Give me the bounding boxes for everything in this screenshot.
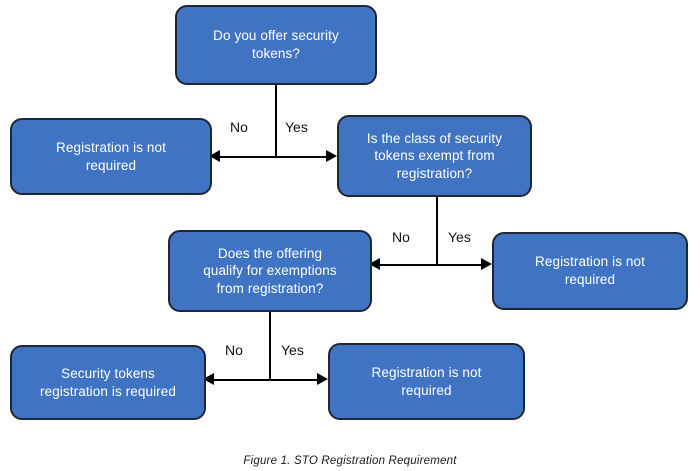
edge-q2-stem xyxy=(436,197,438,265)
edge-q3-no-line xyxy=(213,379,270,381)
edge-q3-no-arrowhead xyxy=(203,373,214,385)
edge-q1-no-arrowhead xyxy=(209,150,220,162)
edge-q1-no-line xyxy=(219,156,276,158)
figure-caption: Figure 1. STO Registration Requirement xyxy=(243,455,457,467)
edge-label-q2-yes: Yes xyxy=(448,229,471,245)
node-q2-class-exempt[interactable]: Is the class of security tokens exempt f… xyxy=(337,115,532,197)
edge-label-q1-yes: Yes xyxy=(285,119,308,135)
edge-q2-yes-line xyxy=(436,264,482,266)
node-q3-offering-qualify-exemptions[interactable]: Does the offering qualify for exemptions… xyxy=(168,230,372,312)
edge-q1-yes-line xyxy=(275,156,327,158)
node-out-q3-no-security-tokens-registration-required[interactable]: Security tokens registration is required xyxy=(10,345,206,420)
edge-q2-no-line xyxy=(379,264,437,266)
edge-q3-yes-arrowhead xyxy=(317,373,328,385)
edge-q2-no-arrowhead xyxy=(369,258,380,270)
edge-q3-yes-line xyxy=(269,379,318,381)
edge-q1-yes-arrowhead xyxy=(326,150,337,162)
node-out-q1-no-registration-not-required[interactable]: Registration is not required xyxy=(10,118,212,195)
edge-label-q1-no: No xyxy=(230,119,248,135)
node-out-q2-yes-registration-not-required[interactable]: Registration is not required xyxy=(492,232,688,310)
edge-label-q3-no: No xyxy=(225,342,243,358)
edge-q2-yes-arrowhead xyxy=(481,258,492,270)
edge-q1-stem xyxy=(275,85,277,157)
edge-label-q3-yes: Yes xyxy=(281,342,304,358)
node-out-q3-yes-registration-not-required[interactable]: Registration is not required xyxy=(328,343,525,420)
edge-label-q2-no: No xyxy=(392,229,410,245)
edge-q3-stem xyxy=(269,312,271,380)
node-q1-offer-security-tokens[interactable]: Do you offer security tokens? xyxy=(175,5,377,85)
